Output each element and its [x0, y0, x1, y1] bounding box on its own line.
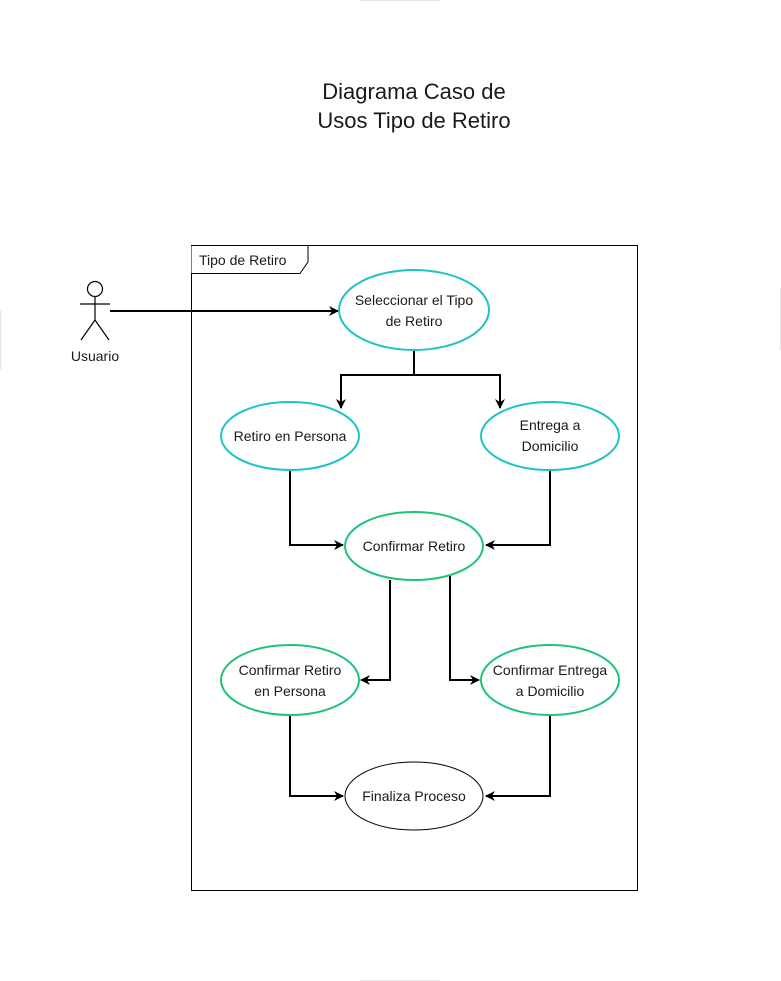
use-case-label: Retiro en Persona — [234, 428, 347, 444]
use-case-label: en Persona — [254, 683, 326, 699]
use-case-confirmar-entrega-a-domicilio[interactable]: Confirmar Entrega a Domicilio — [480, 644, 620, 716]
edge-entrega-domicilio-to-confirmar[interactable] — [485, 471, 551, 550]
use-case-label: Confirmar Retiro — [239, 662, 342, 678]
connectors — [110, 306, 551, 801]
use-case-label: Finaliza Proceso — [362, 788, 466, 804]
actor-usuario[interactable]: Usuario — [71, 280, 119, 365]
frame-label: Tipo de Retiro — [199, 252, 287, 268]
use-case-label: Entrega a — [520, 417, 581, 433]
use-case-confirmar-retiro-en-persona[interactable]: Confirmar Retiro en Persona — [220, 644, 360, 716]
system-boundary[interactable] — [191, 245, 638, 891]
use-case-label: Seleccionar el Tipo — [355, 292, 474, 308]
edge-confirmar-domicilio-to-finaliza[interactable] — [485, 716, 551, 801]
use-case-seleccionar-tipo-retiro[interactable]: Seleccionar el Tipo de Retiro — [338, 269, 490, 351]
edge-confirmar-to-confirmar-persona[interactable] — [360, 580, 391, 685]
stick-figure-icon — [80, 280, 110, 341]
use-case-label: de Retiro — [386, 313, 443, 329]
use-case-finaliza-proceso[interactable]: Finaliza Proceso — [344, 761, 484, 831]
frame-label-tab — [191, 245, 309, 274]
use-case-label: a Domicilio — [516, 683, 585, 699]
edge-confirmar-persona-to-finaliza[interactable] — [289, 716, 344, 801]
use-case-retiro-en-persona[interactable]: Retiro en Persona — [220, 401, 360, 471]
use-case-confirmar-retiro[interactable]: Confirmar Retiro — [344, 511, 484, 581]
edge-seleccionar-to-retiro-persona[interactable] — [336, 351, 415, 409]
edge-seleccionar-to-entrega-domicilio[interactable] — [414, 374, 505, 409]
edge-retiro-persona-to-confirmar[interactable] — [289, 471, 344, 550]
edge-confirmar-to-confirmar-domicilio[interactable] — [449, 576, 480, 685]
use-case-label: Domicilio — [522, 438, 579, 454]
diagram-title-line2: Usos Tipo de Retiro — [317, 108, 510, 133]
actor-label: Usuario — [71, 348, 119, 364]
use-case-entrega-a-domicilio[interactable]: Entrega a Domicilio — [480, 401, 620, 471]
use-case-label: Confirmar Retiro — [363, 538, 466, 554]
use-case-label: Confirmar Entrega — [493, 662, 608, 678]
diagram-title-line1: Diagrama Caso de — [322, 79, 505, 104]
